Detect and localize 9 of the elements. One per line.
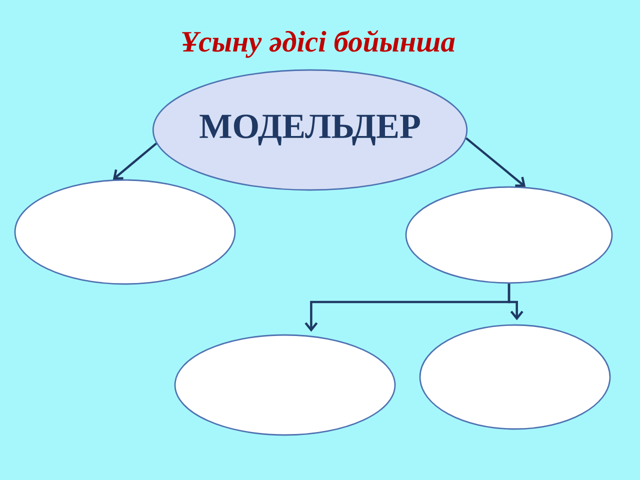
arrow bbox=[465, 137, 526, 187]
title: Ұсыну әдісі бойынша bbox=[182, 30, 455, 58]
empty-ellipse bbox=[174, 334, 396, 436]
empty-ellipse bbox=[14, 179, 236, 285]
arrow bbox=[112, 142, 158, 180]
empty-ellipse bbox=[419, 324, 611, 430]
ellipse-node: МОДЕЛЬДЕР bbox=[152, 69, 468, 191]
arrow bbox=[508, 284, 524, 320]
empty-ellipse bbox=[405, 186, 613, 284]
